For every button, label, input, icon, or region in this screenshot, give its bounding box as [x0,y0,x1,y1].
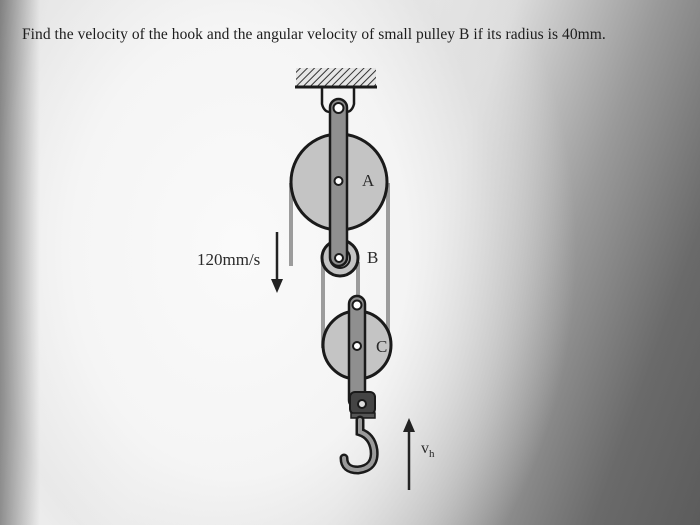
link-bar-ab [328,97,349,268]
link-bar-c [347,294,367,410]
hook [339,391,379,475]
pulley-b-label: B [367,248,379,267]
rope-velocity-arrow [271,232,283,293]
hook-velocity-symbol: v [421,440,429,457]
pulley-a-label: A [362,171,375,190]
hook-velocity-arrow [403,418,415,490]
problem-statement: Find the velocity of the hook and the an… [22,26,606,43]
hook-velocity-subscript: h [429,448,435,461]
hook-velocity-label: vh [421,440,435,460]
pulley-c-label: C [376,337,388,356]
rope-velocity-label: 120mm/s [197,250,261,269]
page-shadow [0,0,40,525]
